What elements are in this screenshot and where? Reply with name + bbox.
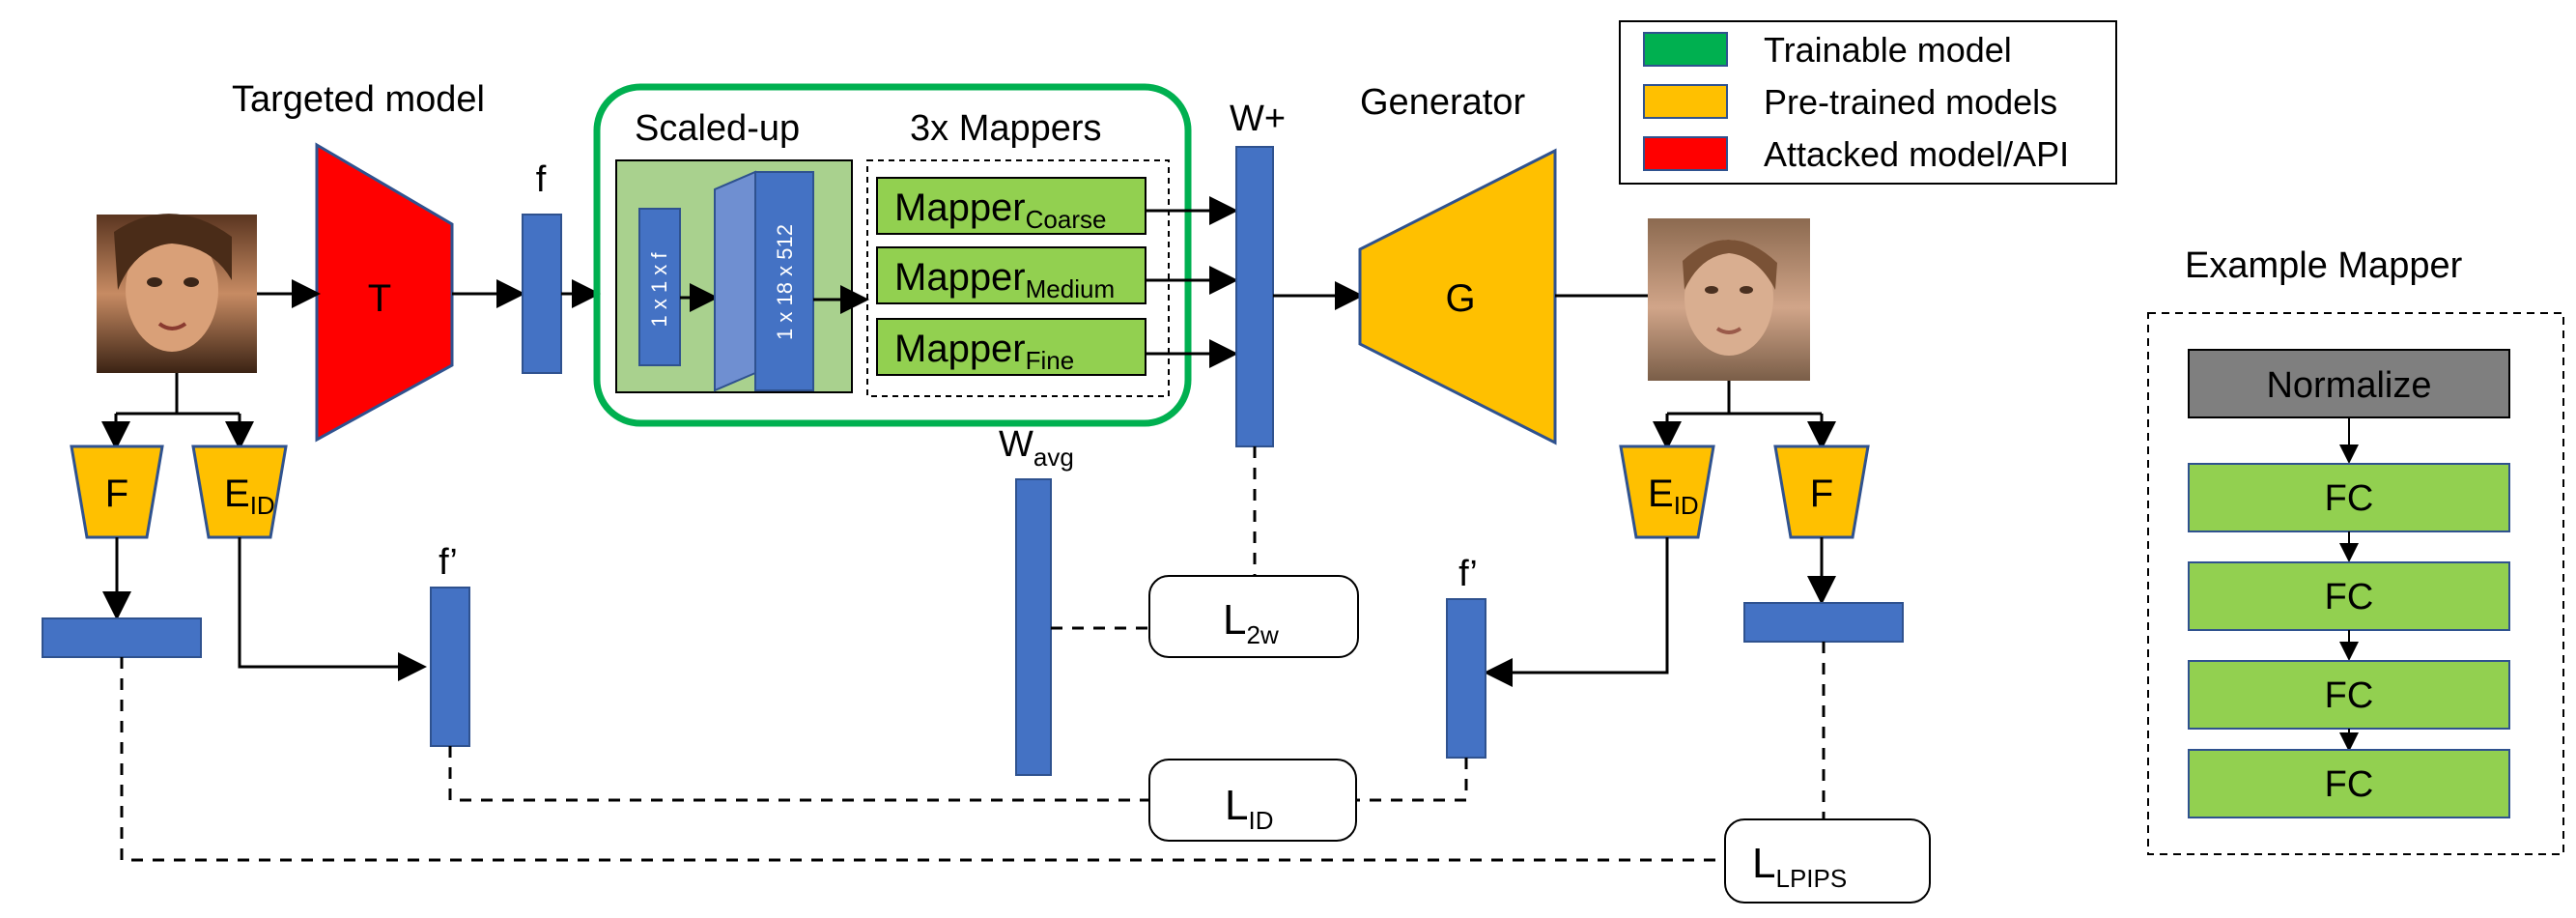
feature-f-vector (522, 214, 562, 374)
right-EID-block (1619, 445, 1715, 539)
right-f-prime-label: f’ (1458, 554, 1478, 594)
mappers-box (866, 159, 1170, 397)
svg-text:MapperCoarse: MapperCoarse (894, 186, 1106, 234)
mapper-fine: MapperFine (876, 318, 1146, 376)
svg-text:Normalize: Normalize (2266, 365, 2431, 406)
legend-swatch-trainable (1643, 32, 1728, 67)
left-f-prime-vector (430, 587, 470, 747)
fc-layer-3: FC (2188, 660, 2510, 730)
left-EID-block (191, 445, 288, 539)
svg-text:FC: FC (2325, 478, 2374, 519)
example-mapper-title: Example Mapper (2185, 245, 2463, 286)
left-F-output-vector (42, 617, 202, 658)
w-plus-label: W+ (1230, 99, 1286, 139)
left-EID-label: EID (224, 473, 275, 520)
legend-swatch-attacked (1643, 136, 1728, 171)
svg-text:LID: LID (1225, 782, 1273, 835)
w-avg-label: Wavg (999, 424, 1074, 472)
large-vector-block (754, 171, 814, 391)
right-EID-label: EID (1648, 473, 1699, 520)
right-F-block (1773, 445, 1870, 539)
svg-text:FC: FC (2325, 764, 2374, 805)
legend: Trainable model Pre-trained models Attac… (1619, 20, 2117, 185)
right-f-prime-vector (1446, 598, 1486, 759)
small-vector-dim: 1 x 1 x f (647, 252, 671, 328)
right-F-label: F (1810, 473, 1833, 515)
loss-l2w-box: L2w (1148, 575, 1359, 658)
left-f-prime-label: f’ (439, 542, 458, 583)
trainable-mapper-module (593, 83, 1192, 427)
svg-text:FC: FC (2325, 675, 2374, 716)
fc-layer-2: FC (2188, 561, 2510, 631)
legend-label-trainable: Trainable model (1764, 30, 2012, 70)
output-face-photo (1648, 218, 1810, 381)
svg-text:FC: FC (2325, 577, 2374, 617)
mapper-coarse: MapperCoarse (876, 177, 1146, 235)
small-vector-block (638, 208, 681, 366)
w-plus-vector (1235, 146, 1274, 447)
targeted-model-label: Targeted model (232, 79, 485, 120)
generator-label: Generator (1360, 82, 1525, 123)
target-model-T-label: T (368, 277, 391, 320)
large-vector-dim: 1 x 18 x 512 (773, 224, 797, 340)
loss-lid-box: LID (1148, 759, 1357, 842)
loss-llpips-box: LLPIPS (1724, 818, 1931, 904)
w-avg-vector (1015, 478, 1052, 776)
left-F-block (70, 445, 164, 539)
normalize-layer: Normalize (2188, 349, 2510, 418)
target-model-T (315, 142, 454, 443)
svg-text:L2w: L2w (1223, 596, 1279, 649)
svg-text:MapperMedium: MapperMedium (894, 256, 1115, 303)
fc-layer-1: FC (2188, 463, 2510, 532)
svg-text:LLPIPS: LLPIPS (1752, 840, 1847, 893)
fc-layer-4: FC (2188, 749, 2510, 818)
legend-swatch-pretrained (1643, 84, 1728, 119)
mappers-title: 3x Mappers (910, 108, 1102, 149)
legend-label-attacked: Attacked model/API (1764, 134, 2069, 174)
mapper-medium: MapperMedium (876, 246, 1146, 304)
svg-text:MapperFine: MapperFine (894, 328, 1074, 375)
input-face-photo (97, 214, 257, 373)
example-mapper-box (2147, 312, 2564, 855)
right-F-output-vector (1743, 602, 1904, 643)
scaled-up-label: Scaled-up (635, 108, 800, 149)
left-F-label: F (105, 473, 128, 515)
generator-G (1358, 148, 1557, 445)
legend-label-pretrained: Pre-trained models (1764, 82, 2057, 122)
feature-f-label: f (536, 159, 547, 200)
generator-G-label: G (1445, 277, 1475, 320)
